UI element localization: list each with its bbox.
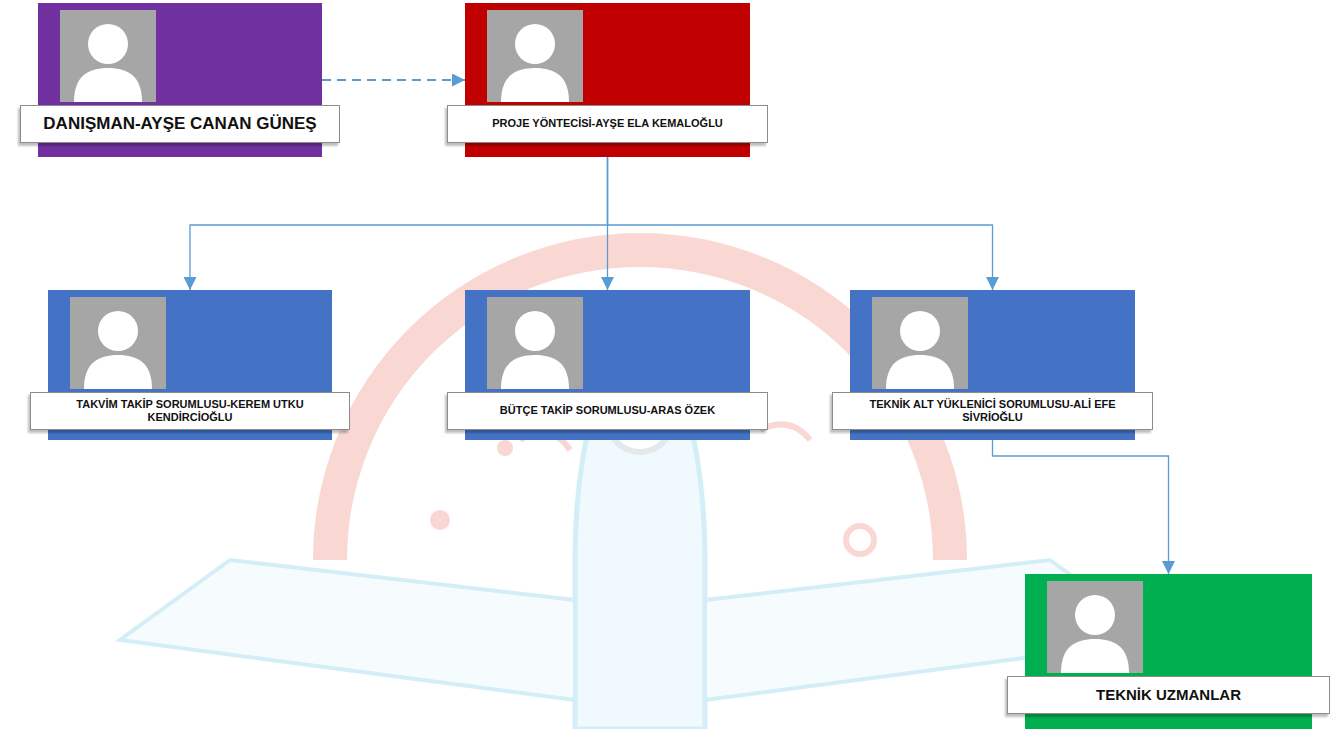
watermark-dot — [846, 526, 874, 554]
org-box: BÜTÇE TAKİP SORUMLUSU-ARAS ÖZEK — [465, 290, 750, 440]
avatar-body — [886, 355, 954, 389]
avatar-ground — [487, 10, 583, 102]
watermark-dot — [430, 510, 450, 530]
avatar-head — [98, 311, 138, 351]
avatar-placeholder — [1047, 581, 1143, 673]
role-name: BÜTÇE TAKİP SORUMLUSU-ARAS ÖZEK — [500, 404, 715, 417]
org-box: TEKNİK UZMANLAR — [1025, 574, 1312, 729]
connector-arrow — [322, 79, 465, 81]
avatar-head — [515, 311, 555, 351]
name-plate: PROJE YÖNTECİSİ-AYŞE ELA KEMALOĞLU — [447, 105, 768, 143]
watermark-dot — [497, 440, 513, 456]
avatar-ground — [70, 297, 166, 389]
connector-arrow — [993, 440, 1169, 574]
name-plate: BÜTÇE TAKİP SORUMLUSU-ARAS ÖZEK — [447, 392, 768, 430]
avatar-head — [88, 24, 128, 64]
avatar-head — [1075, 595, 1115, 635]
name-plate: DANIŞMAN-AYŞE CANAN GÜNEŞ — [20, 105, 340, 143]
name-plate: TAKVİM TAKİP SORUMLUSU-KEREM UTKU KENDİR… — [30, 392, 350, 430]
org-box: PROJE YÖNTECİSİ-AYŞE ELA KEMALOĞLU — [465, 3, 750, 157]
avatar-body — [1061, 639, 1129, 673]
avatar-body — [74, 68, 142, 102]
org-box: TAKVİM TAKİP SORUMLUSU-KEREM UTKU KENDİR… — [48, 290, 332, 440]
avatar-placeholder — [872, 297, 968, 389]
avatar-ground — [60, 10, 156, 102]
avatar-ground — [487, 297, 583, 389]
avatar-head — [900, 311, 940, 351]
role-name: TEKNİK ALT YÜKLENİCİ SORUMLUSU-ALİ EFE S… — [841, 398, 1144, 424]
role-name: TAKVİM TAKİP SORUMLUSU-KEREM UTKU KENDİR… — [39, 398, 341, 424]
avatar-head — [515, 24, 555, 64]
avatar-ground — [872, 297, 968, 389]
avatar-body — [501, 68, 569, 102]
avatar-placeholder — [60, 10, 156, 102]
avatar-body — [501, 355, 569, 389]
connector-arrow — [190, 157, 608, 290]
avatar-placeholder — [487, 297, 583, 389]
avatar-placeholder — [487, 10, 583, 102]
org-box: TEKNİK ALT YÜKLENİCİ SORUMLUSU-ALİ EFE S… — [850, 290, 1135, 440]
avatar-placeholder — [70, 297, 166, 389]
name-plate: TEKNİK ALT YÜKLENİCİ SORUMLUSU-ALİ EFE S… — [832, 392, 1153, 430]
org-box: DANIŞMAN-AYŞE CANAN GÜNEŞ — [38, 3, 322, 157]
connector-arrow — [608, 157, 993, 290]
avatar-ground — [1047, 581, 1143, 673]
role-name: TEKNİK UZMANLAR — [1096, 686, 1241, 704]
role-name: PROJE YÖNTECİSİ-AYŞE ELA KEMALOĞLU — [492, 117, 723, 130]
role-name: DANIŞMAN-AYŞE CANAN GÜNEŞ — [43, 114, 316, 134]
name-plate: TEKNİK UZMANLAR — [1007, 676, 1330, 714]
watermark-wing — [120, 560, 575, 700]
avatar-body — [84, 355, 152, 389]
